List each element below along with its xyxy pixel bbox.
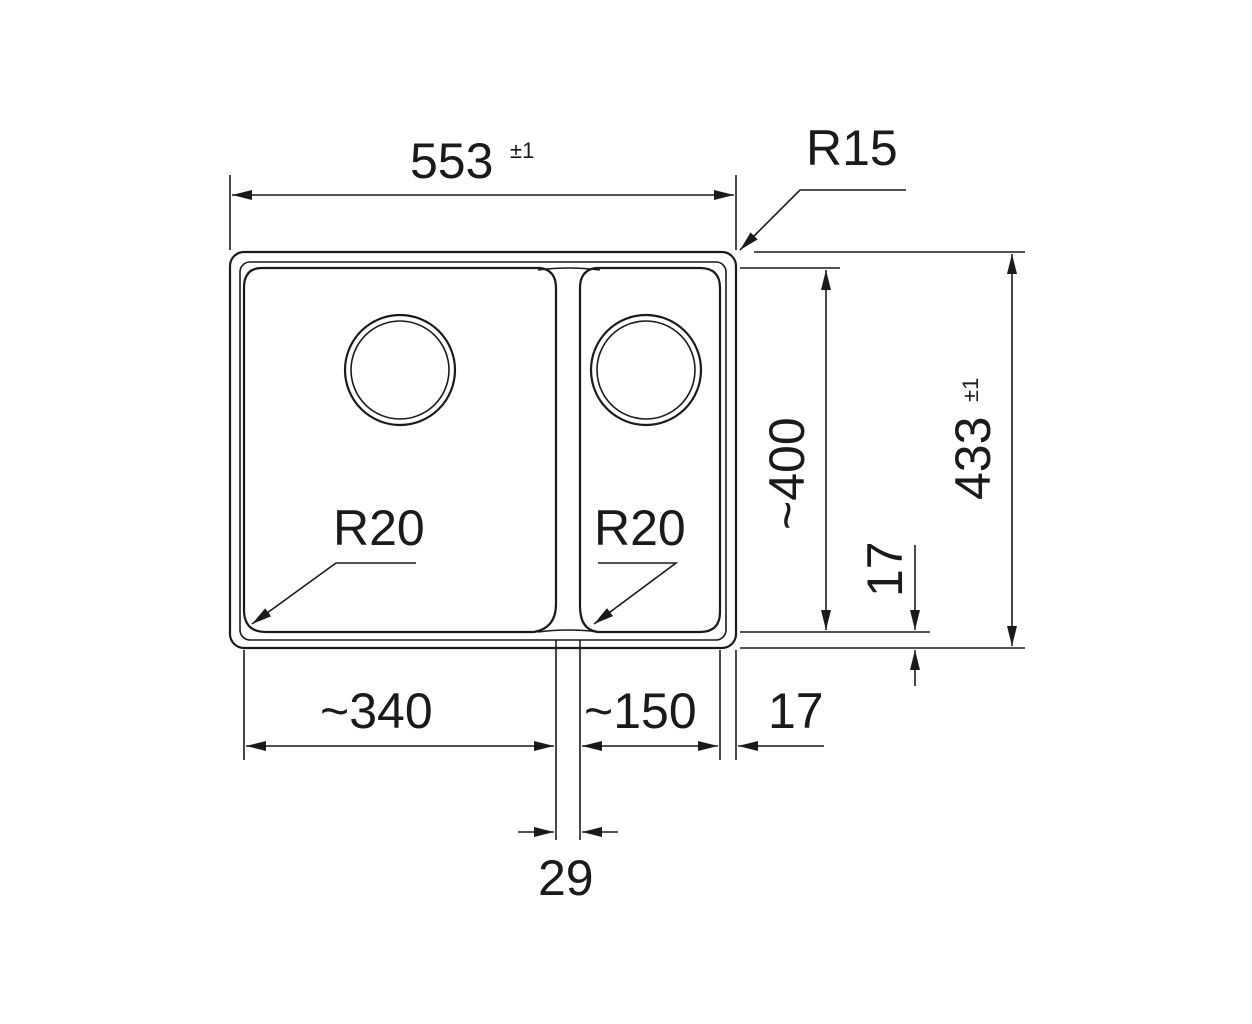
overall-depth-label: 433: [945, 417, 1001, 500]
divider-bottom-curve: [537, 629, 601, 633]
small-bowl-drain-inner: [596, 320, 696, 420]
labels: 553 ±1 R15 R20 R20 ~400 433 ±1 17 ~340 ~…: [320, 120, 1001, 906]
rim-top-label: 17: [857, 541, 913, 597]
extension-lines: [229, 175, 1025, 840]
overall-width-label: 553: [410, 133, 493, 189]
small-bowl-drain-outer: [589, 313, 703, 427]
divider: [537, 267, 601, 633]
large-bowl-outline: [242, 266, 558, 634]
bowl-depth-label: ~400: [759, 417, 815, 530]
large-bowl-drain-outer: [343, 313, 457, 427]
large-bowl-width-label: ~340: [320, 683, 433, 739]
large-bowl: [242, 266, 558, 634]
r20-small-label: R20: [594, 500, 686, 556]
r15-label: R15: [806, 120, 898, 176]
r20-large-label: R20: [333, 500, 425, 556]
divider-width-label: 29: [538, 850, 594, 906]
small-bowl-width-label: ~150: [584, 683, 697, 739]
leader-r20-large: [251, 562, 416, 625]
divider-top-curve: [537, 267, 601, 271]
leader-r20-small: [593, 562, 679, 625]
small-bowl-outline: [578, 266, 722, 634]
dimension-lines: [232, 190, 1017, 837]
outer-rim: [228, 250, 738, 650]
overall-depth-tolerance: ±1: [958, 378, 983, 402]
leaders: [251, 189, 906, 625]
large-bowl-drain-inner: [350, 320, 450, 420]
overall-width-tolerance: ±1: [510, 138, 534, 163]
leader-r15: [739, 189, 906, 251]
rim-right-label: 17: [768, 683, 824, 739]
sink-outline: [228, 250, 738, 650]
inner-rim: [239, 261, 727, 641]
small-bowl: [578, 266, 722, 634]
